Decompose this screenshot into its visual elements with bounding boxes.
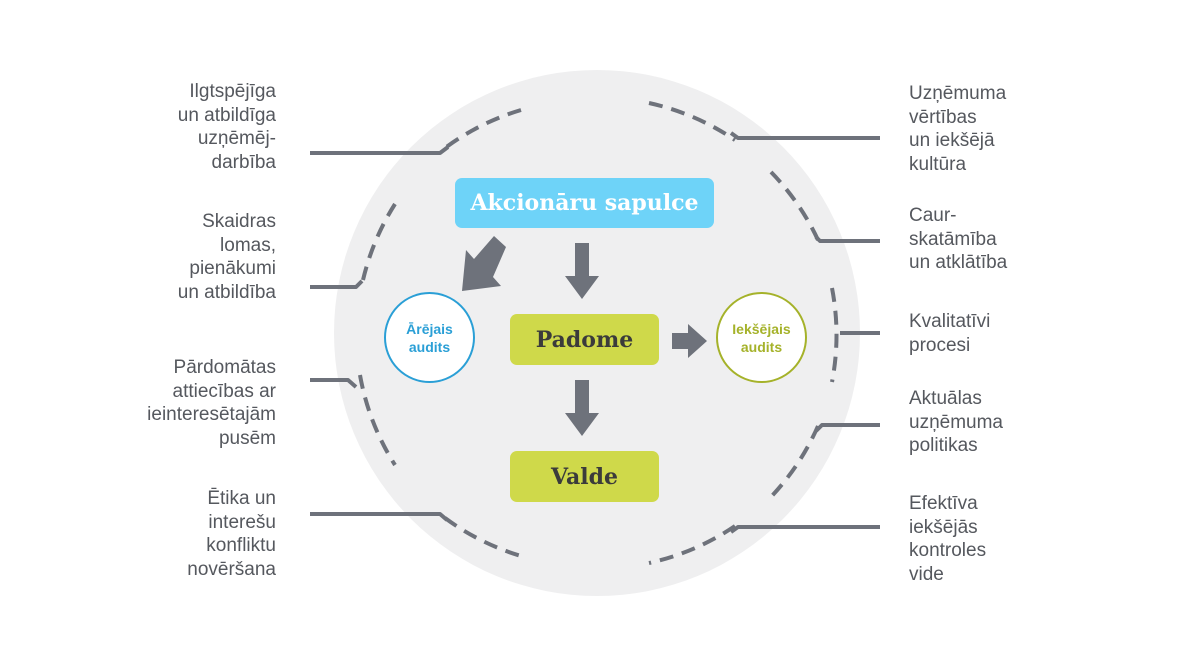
arc-top-left bbox=[443, 108, 522, 150]
arrow-board-to-internal-audit bbox=[672, 324, 707, 358]
arc-right-upper bbox=[769, 170, 820, 241]
connector-left-4 bbox=[310, 512, 449, 522]
arrow-shareholders-to-board bbox=[565, 243, 599, 299]
external-audit-circle: Ārējais audits bbox=[384, 292, 475, 383]
internal-audit-circle: Iekšējais audits bbox=[716, 292, 807, 383]
arc-bottom-right bbox=[648, 524, 737, 565]
shareholders-meeting-box: Akcionāru sapulce bbox=[455, 178, 714, 228]
connector-right-1 bbox=[729, 131, 880, 140]
arc-left-upper bbox=[361, 202, 397, 281]
label-transparency: Caur- skatāmība un atklātība bbox=[909, 205, 1008, 273]
arrow-board-to-management bbox=[565, 380, 599, 436]
arc-left-lower bbox=[358, 374, 397, 467]
connector-right-5 bbox=[729, 525, 880, 534]
connector-right-4 bbox=[814, 423, 880, 433]
arc-bottom-left bbox=[443, 516, 522, 558]
label-policies: Aktuālas uzņēmuma politikas bbox=[909, 388, 1003, 456]
arc-top-right bbox=[648, 101, 737, 142]
arc-right-lower bbox=[766, 425, 820, 502]
connector-left-1 bbox=[310, 145, 450, 155]
connector-right-2 bbox=[814, 235, 880, 243]
arc-right-mid bbox=[830, 287, 839, 383]
label-stakeholder-relations: Pārdomātas attiecības ar ieinteresētajām… bbox=[147, 357, 276, 449]
label-clear-roles: Skaidras lomas, pienākumi un atbildība bbox=[177, 211, 276, 303]
label-sustainable-business: Ilgtspējīga un atbildīga uzņēmēj- darbīb… bbox=[177, 81, 276, 173]
label-ethics-conflicts: Ētika un interešu konfliktu novēršana bbox=[187, 488, 276, 580]
label-values-culture: Uzņēmuma vērtības un iekšējā kultūra bbox=[909, 83, 1007, 175]
connector-left-2 bbox=[310, 279, 364, 289]
connector-left-3 bbox=[310, 378, 358, 389]
supervisory-board-box: Padome bbox=[510, 314, 659, 365]
management-board-box: Valde bbox=[510, 451, 659, 502]
label-internal-control: Efektīva iekšējās kontroles vide bbox=[909, 493, 987, 585]
label-quality-processes: Kvalitatīvi procesi bbox=[909, 311, 991, 356]
arrow-to-external-audit bbox=[462, 236, 506, 291]
